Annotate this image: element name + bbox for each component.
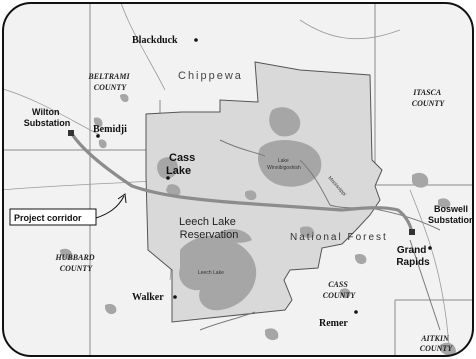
bemidji-label: Bemidji <box>93 124 127 135</box>
beltrami-county-label: BELTRAMI COUNTY <box>87 72 131 92</box>
boswell-substation-marker <box>409 229 415 235</box>
lake-winnibigoshish <box>257 140 322 187</box>
wilton-substation-marker <box>68 130 74 136</box>
wilton-substation-label: Wilton Substation <box>24 107 71 128</box>
chippewa-label: Chippewa <box>178 70 243 82</box>
project-corridor-callout: Project corridor <box>14 213 82 223</box>
leech-lake <box>179 235 257 311</box>
project-corridor-callout-box <box>9 208 97 226</box>
grand-rapids-label: Grand Rapids <box>396 245 430 268</box>
remer-label: Remer <box>319 318 348 329</box>
lakes <box>60 93 456 356</box>
itasca-county-label: ITASCA COUNTY <box>412 88 446 108</box>
aitkin-county-label: AITKIN COUNTY <box>420 334 454 353</box>
callout-arrow <box>95 193 127 219</box>
cass-lake-label: Cass Lake <box>166 152 198 177</box>
leech-lake-label: Leech Lake <box>198 270 224 276</box>
reservation-label: Leech Lake Reservation <box>179 216 239 241</box>
lake-winnibigoshish-label: Lake Winnibigoshish <box>267 158 301 171</box>
town-points <box>96 38 432 314</box>
boswell-substation-label: Boswell Substation <box>428 204 475 225</box>
blackduck-label: Blackduck <box>132 35 178 46</box>
cass-county-label: CASS COUNTY <box>323 280 357 300</box>
national-forest-label: National Forest <box>290 232 388 243</box>
project-corridor-line <box>70 132 414 234</box>
walker-label: Walker <box>132 292 164 303</box>
hubbard-county-label: HUBBARD COUNTY <box>54 253 96 273</box>
